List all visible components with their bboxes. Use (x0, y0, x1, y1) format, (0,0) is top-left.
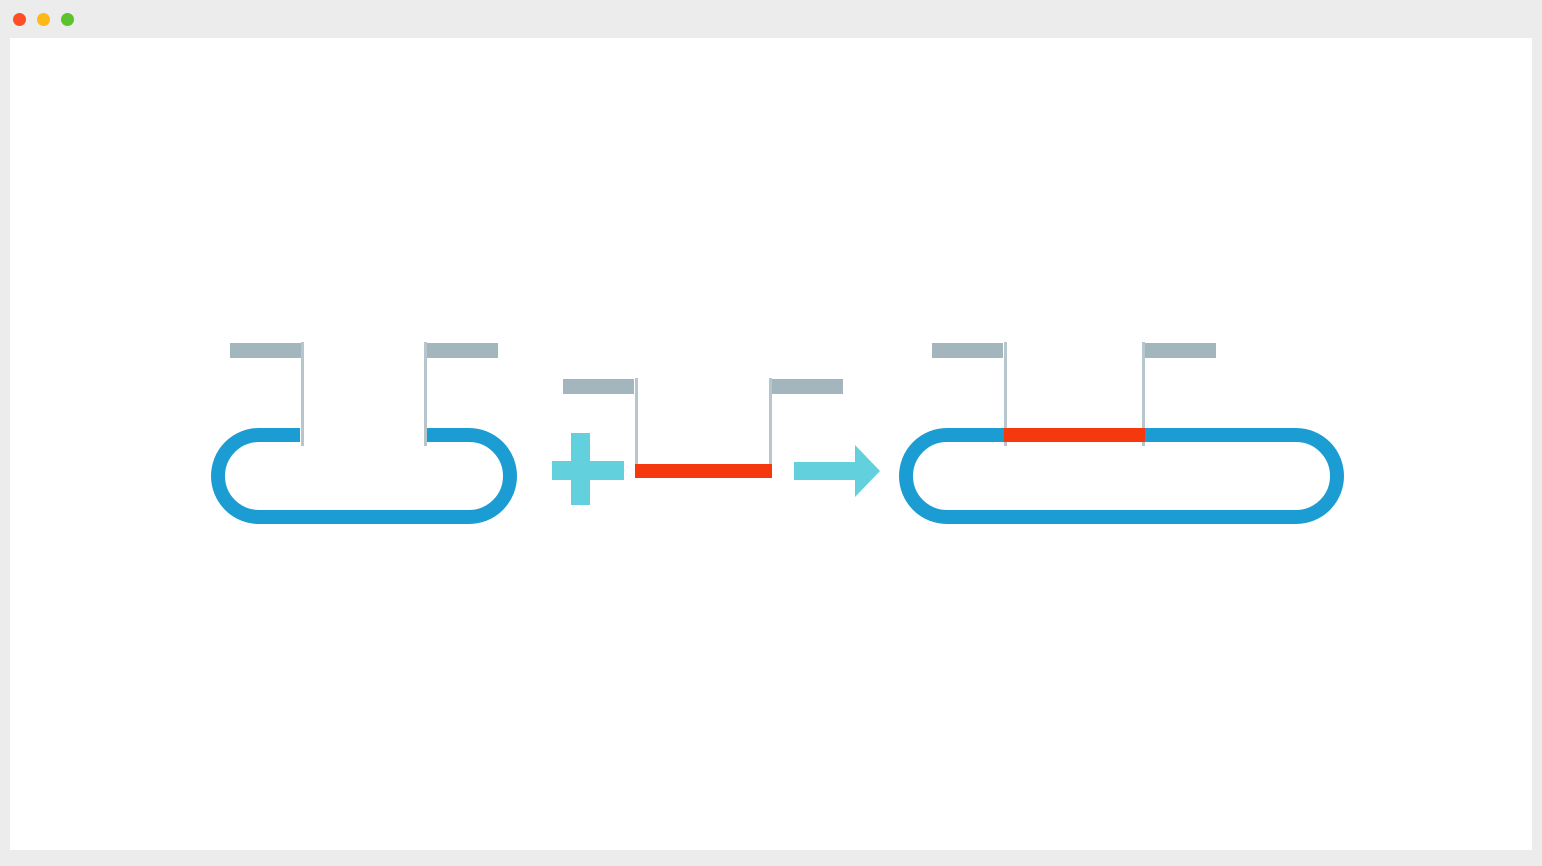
insert-leader-line-right (769, 378, 772, 478)
insert-group[interactable] (563, 378, 843, 478)
diagram-svg (211, 342, 1344, 524)
vector-group[interactable] (211, 342, 517, 524)
insert-label-right[interactable] (772, 379, 843, 394)
plasmid-cloning-diagram (10, 38, 1532, 850)
diagram-canvas[interactable] (10, 38, 1532, 850)
window-titlebar (0, 0, 1542, 38)
product-group[interactable] (899, 342, 1344, 524)
maximize-window-button[interactable] (61, 12, 74, 26)
product-label-right[interactable] (1145, 343, 1216, 358)
vector-leader-line-left (301, 342, 304, 446)
vector-label-right[interactable] (427, 343, 498, 358)
minimize-window-button[interactable] (37, 12, 50, 26)
arrow-operator-icon (794, 445, 880, 497)
plus-horizontal-bar (552, 461, 624, 480)
product-leader-line-right (1142, 342, 1145, 446)
vector-backbone[interactable] (211, 428, 517, 524)
close-window-button[interactable] (13, 12, 26, 26)
insert-fragment-bar[interactable] (635, 464, 772, 478)
product-leader-line-left (1004, 342, 1007, 446)
product-insert-segment[interactable] (1004, 428, 1145, 442)
plus-operator-icon (552, 433, 624, 505)
insert-leader-line-left (635, 378, 638, 478)
product-backbone[interactable] (899, 428, 1344, 524)
vector-leader-line-right (424, 342, 427, 446)
insert-label-left[interactable] (563, 379, 634, 394)
right-arrow-shape (794, 445, 880, 497)
vector-label-left[interactable] (230, 343, 301, 358)
product-label-left[interactable] (932, 343, 1003, 358)
